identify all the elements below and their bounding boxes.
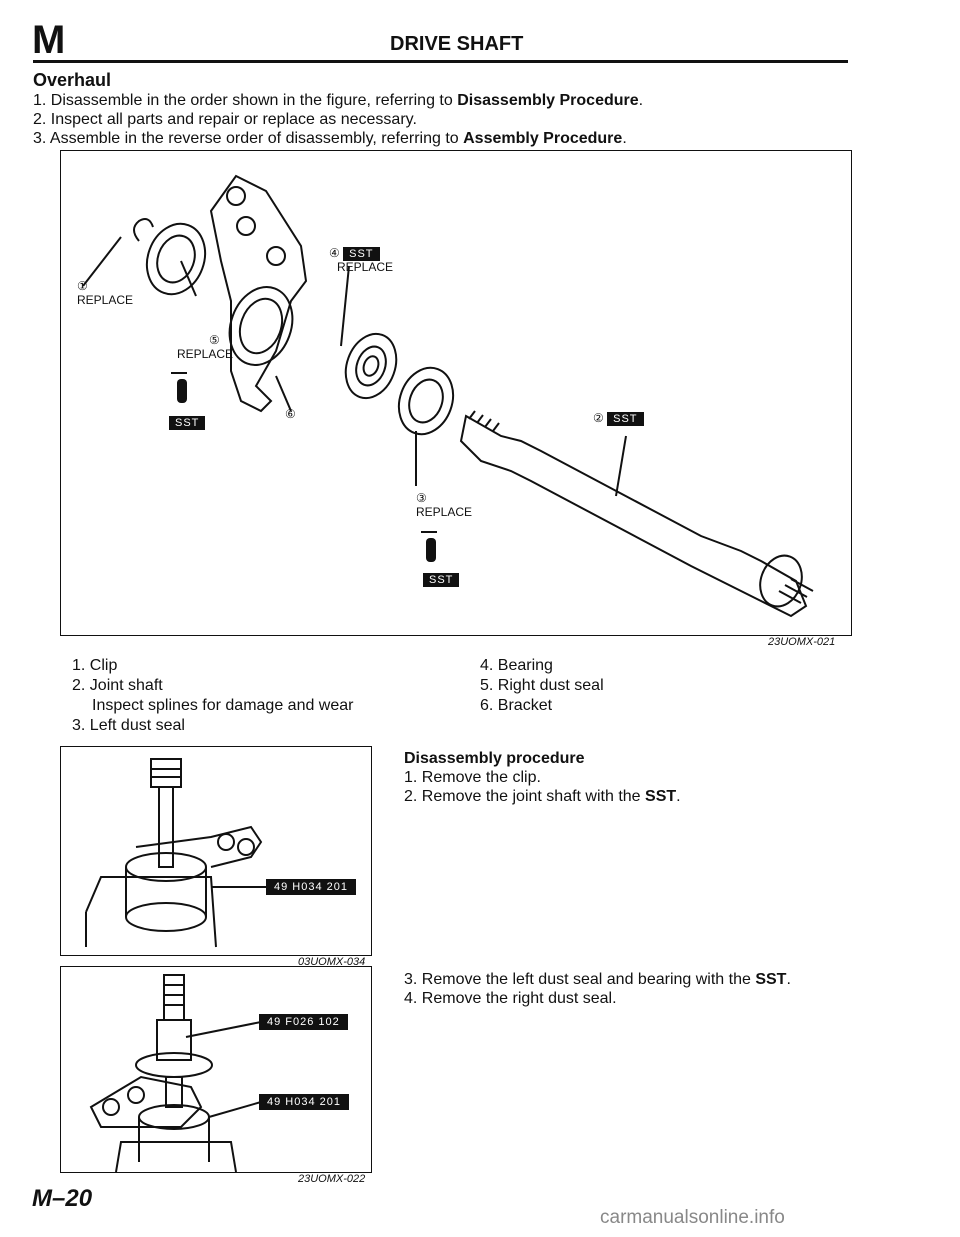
sst-tag-4: SST [343, 247, 380, 261]
clip-removal-drawing [85, 758, 266, 948]
joint-shaft-drawing [459, 414, 808, 618]
overhaul-step-2: 2. Inspect all parts and repair or repla… [33, 111, 417, 128]
tool-label-49h034201-b: 49 H034 201 [259, 1094, 349, 1110]
list-item: Inspect splines for damage and wear [92, 697, 354, 714]
sst-tag-3: SST [423, 573, 460, 587]
callout-6: ⑥ [285, 407, 296, 421]
clip-removal-figure: 49 H034 201 [60, 746, 372, 956]
callout-2: ② SST [593, 411, 644, 426]
header-rule [33, 60, 848, 63]
bearing-removal-figure: 49 F026 102 49 H034 201 [60, 966, 372, 1173]
parts-list-left: 1. Clip 2. Joint shaft Inspect splines f… [72, 656, 353, 736]
tool-label-49h034201: 49 H034 201 [266, 879, 356, 895]
bracket-drawing [209, 174, 308, 413]
disassembly-heading: Disassembly procedure [404, 750, 585, 767]
clip-drawing [133, 218, 154, 242]
figure-code-main: 23UOMX-021 [768, 636, 836, 648]
bearing-removal-drawing [89, 974, 262, 1173]
overhaul-step-3: 3. Assemble in the reverse order of disa… [33, 130, 627, 147]
grease-icon-2 [421, 531, 437, 562]
disassembly-step-3: 3. Remove the left dust seal and bearing… [404, 971, 791, 988]
tool-label-49f026102: 49 F026 102 [259, 1014, 348, 1030]
sst-tag-5: SST [169, 416, 206, 430]
figure-code-2: 03UOMX-034 [298, 956, 366, 968]
parts-list-right: 4. Bearing 5. Right dust seal 6. Bracket [480, 656, 604, 716]
disassembly-step-2: 2. Remove the joint shaft with the SST. [404, 788, 681, 805]
disassembly-step-4: 4. Remove the right dust seal. [404, 990, 617, 1007]
section-letter: M [32, 18, 66, 62]
bearing-drawing [344, 332, 398, 400]
list-item: 5. Right dust seal [480, 677, 604, 694]
list-item: 6. Bracket [480, 697, 553, 714]
figure-code-3: 23UOMX-022 [298, 1173, 366, 1185]
left-dust-seal-drawing [397, 366, 455, 436]
list-item: 3. Left dust seal [72, 717, 185, 734]
overhaul-heading: Overhaul [33, 70, 112, 90]
list-item: 2. Joint shaft [72, 677, 163, 694]
right-dust-seal-drawing [145, 222, 207, 296]
overhaul-step-1: 1. Disassemble in the order shown in the… [33, 92, 644, 109]
page-number: M–20 [32, 1185, 93, 1212]
page-title: DRIVE SHAFT [390, 33, 524, 55]
disassembly-step-1: 1. Remove the clip. [404, 769, 541, 786]
grease-icon-1 [171, 372, 187, 403]
watermark: carmanualsonline.info [600, 1207, 785, 1228]
sst-tag-2: SST [607, 412, 644, 426]
list-item: 1. Clip [72, 657, 118, 674]
callout-4: ④ SST REPLACE [329, 246, 394, 274]
list-item: 4. Bearing [480, 657, 553, 674]
exploded-view-drawing [82, 174, 814, 618]
